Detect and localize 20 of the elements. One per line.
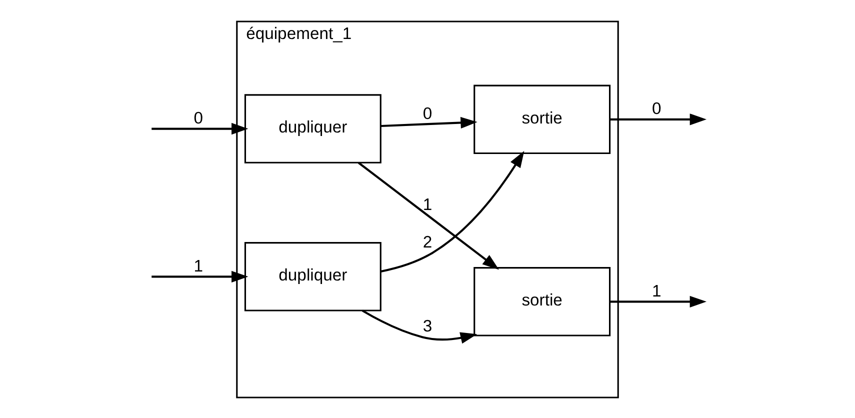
arrow <box>358 161 500 270</box>
node-box: sortie <box>474 84 611 154</box>
arrow <box>152 270 248 282</box>
edge-label: 0 <box>194 108 203 127</box>
arrow <box>610 113 707 125</box>
arrow <box>152 122 248 134</box>
edge-label: 0 <box>652 98 662 118</box>
arrow <box>380 150 524 272</box>
edge-label: 1 <box>422 194 432 214</box>
edge-label: 2 <box>422 232 432 251</box>
arrow <box>380 116 478 128</box>
edge-label: 1 <box>194 256 203 275</box>
arrow <box>610 295 707 308</box>
node-box: dupliquer <box>244 94 382 163</box>
edge-label: 1 <box>652 280 662 300</box>
node-box: dupliquer <box>244 242 382 311</box>
node-box: sortie <box>474 266 611 336</box>
edge-label: 0 <box>422 104 432 123</box>
arrow <box>362 309 478 344</box>
edge-label: 3 <box>422 316 432 336</box>
